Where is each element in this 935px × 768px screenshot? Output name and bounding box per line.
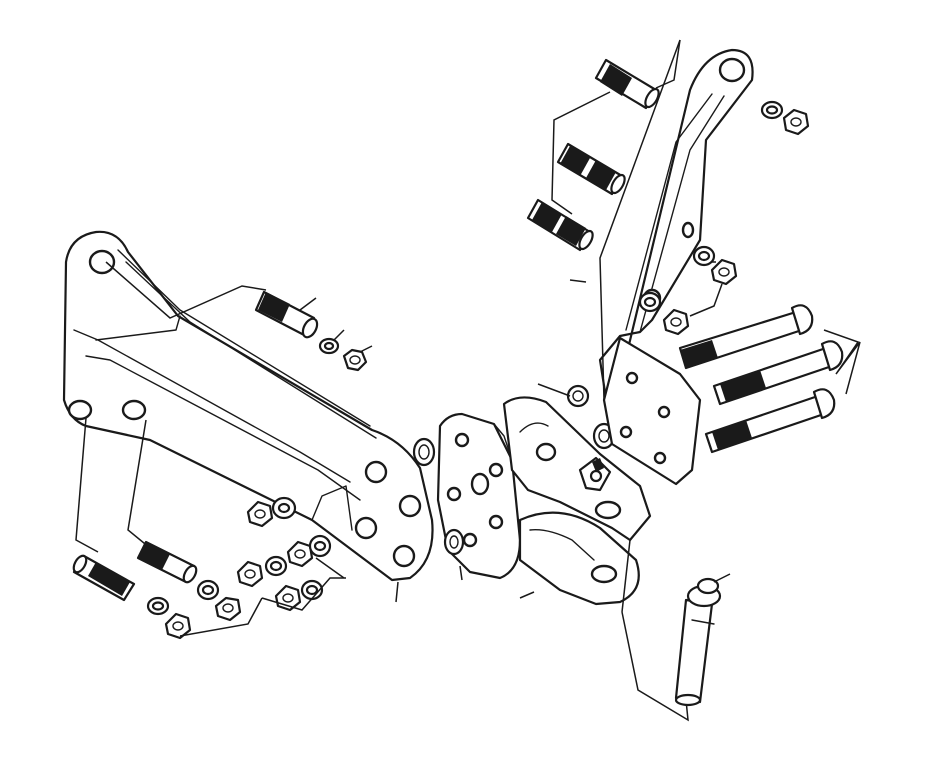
right-long-bolt-2 — [712, 340, 844, 406]
nut-leader — [359, 345, 373, 353]
right-long-bolt-1 — [678, 304, 814, 370]
center-leaders — [459, 383, 571, 599]
right-top-hardware — [760, 100, 810, 136]
right-upper-arm — [598, 48, 754, 486]
nut-icon — [782, 108, 810, 136]
left-top-nut-icon — [342, 348, 368, 372]
hitch-pin — [674, 577, 722, 707]
left-mounting-bracket — [62, 230, 434, 582]
left-top-washer-icon — [318, 337, 340, 355]
pin-leader — [713, 573, 731, 583]
hitch-latch-icon — [578, 456, 612, 492]
center-hitch-jaw — [502, 396, 652, 606]
right-mid-hardware — [638, 245, 738, 336]
left-top-stud — [254, 290, 319, 339]
lower-left-hardware-leaders — [179, 557, 346, 637]
lower-left-stud-b — [136, 540, 198, 584]
nut-icon — [164, 612, 192, 640]
lower-left-stud-a — [72, 554, 136, 602]
left-bracket-leaders — [75, 261, 399, 603]
lower-left-hardware — [146, 496, 332, 640]
washer-leader — [333, 329, 345, 341]
bolt-leaders — [823, 329, 861, 395]
right-stud-top — [594, 58, 660, 110]
right-long-bolt-3 — [704, 388, 836, 454]
right-stud-middle — [556, 142, 626, 196]
pin-leader-frame — [621, 539, 689, 722]
right-stud-bottom — [526, 198, 594, 252]
